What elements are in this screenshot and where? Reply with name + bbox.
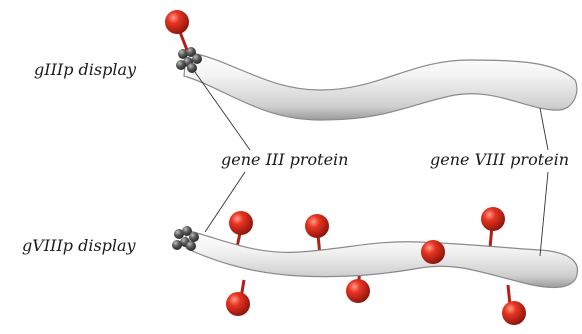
gviiip-fusion-sphere [346, 279, 370, 303]
gviiip-fusion-sphere [481, 207, 505, 231]
gviiip-fusion-sphere [226, 292, 250, 316]
gviiip-phage-body [186, 230, 578, 288]
gviiip-fusion-sphere [229, 211, 253, 235]
gene-viii-protein-label: gene VIII protein [430, 150, 569, 169]
leader-gviii-bottom [540, 172, 548, 256]
leader-gviii-top [540, 108, 548, 150]
gviiip-fusion-sphere [421, 240, 445, 264]
giiip-phage-body [184, 52, 577, 120]
gviiip-display-label: gVIIIp display [22, 236, 136, 255]
giiip-display-label: gIIIp display [34, 60, 136, 79]
giiip-phage [165, 10, 577, 120]
gviiip-fusion-sphere [502, 301, 526, 325]
giiip-fusion-stem [180, 32, 187, 50]
gviiip-phage [172, 207, 578, 325]
gene-iii-protein-label: gene III protein [221, 150, 348, 169]
giiip-fusion-sphere [165, 10, 189, 34]
gviiip-fusion-sphere [305, 214, 329, 238]
